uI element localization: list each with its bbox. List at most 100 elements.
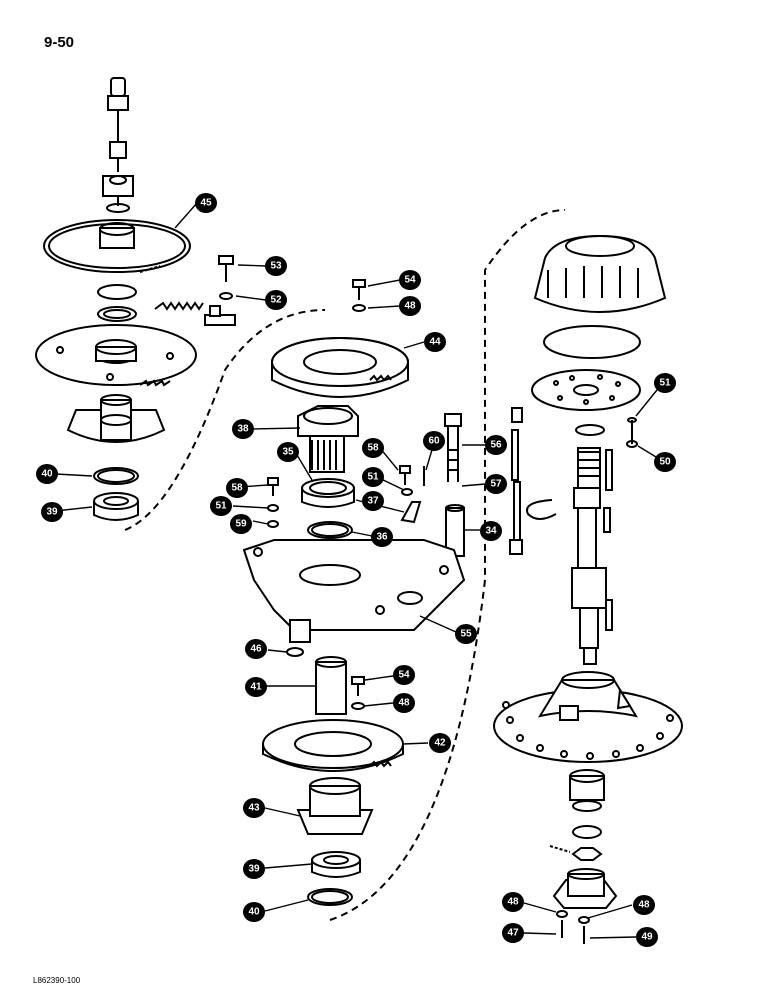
o-ring	[543, 325, 641, 359]
gear-housing-38	[297, 405, 359, 473]
callout-53: 53	[265, 256, 287, 276]
callout-38: 38	[232, 419, 254, 439]
callout-label: 59	[235, 519, 247, 530]
callout-57: 57	[485, 474, 507, 494]
callout-48: 48	[502, 892, 524, 912]
callout-label: 36	[376, 532, 388, 543]
bolt-56	[444, 413, 462, 482]
callout-35: 35	[277, 442, 299, 462]
gear-plate	[35, 324, 197, 387]
fitting-stack	[102, 77, 134, 213]
callout-label: 40	[248, 907, 260, 918]
nut-52	[204, 292, 236, 326]
rods	[511, 429, 613, 631]
bolt-54-lower	[351, 676, 365, 710]
callout-36: 36	[371, 527, 393, 547]
hub-disc-assembly	[493, 671, 683, 763]
callout-51: 51	[210, 496, 232, 516]
snap-ring-40-lower	[307, 888, 353, 906]
callout-48: 48	[633, 895, 655, 915]
callout-bubbles: 45 53 52 54 48 44 38 35 58 60 56 51 50 4…	[36, 193, 676, 947]
callout-label: 48	[507, 897, 519, 908]
callout-label: 45	[200, 198, 212, 209]
snap-ring-36	[307, 521, 353, 539]
main-shaft	[571, 447, 607, 665]
reference-code: L862390-100	[33, 976, 81, 985]
callout-58: 58	[226, 478, 248, 498]
callout-40: 40	[36, 464, 58, 484]
callout-37: 37	[362, 491, 384, 511]
seal-51-right	[575, 424, 605, 436]
callout-45: 45	[195, 193, 217, 213]
connector-fitting	[509, 407, 523, 555]
bolt-54-upper	[352, 279, 366, 312]
page-number: 9-50	[44, 34, 75, 51]
callout-label: 42	[434, 738, 446, 749]
callout-47: 47	[502, 923, 524, 943]
callout-label: 35	[282, 447, 294, 458]
callout-label: 34	[485, 526, 497, 537]
callout-label: 37	[367, 496, 379, 507]
drum-assembly	[533, 234, 667, 313]
callout-label: 51	[367, 472, 379, 483]
callout-label: 58	[231, 483, 243, 494]
callout-48: 48	[399, 296, 421, 316]
callout-label: 55	[460, 629, 472, 640]
callout-label: 48	[638, 900, 650, 911]
callout-label: 57	[490, 479, 502, 490]
retaining-clip	[526, 499, 557, 520]
callout-label: 38	[237, 424, 249, 435]
callout-label: 52	[270, 295, 282, 306]
ring-gear-42	[262, 719, 404, 772]
callout-label: 53	[270, 261, 282, 272]
bolt-53	[218, 255, 234, 282]
callout-label: 51	[215, 501, 227, 512]
callout-label: 54	[404, 275, 416, 286]
callout-label: 43	[248, 803, 260, 814]
callout-51: 51	[654, 373, 676, 393]
callout-label: 58	[367, 443, 379, 454]
callout-label: 48	[398, 698, 410, 709]
callout-label: 39	[46, 507, 58, 518]
callout-label: 47	[507, 928, 519, 939]
callout-label: 46	[250, 644, 262, 655]
ring-gear-44	[271, 337, 409, 398]
callout-48: 48	[393, 693, 415, 713]
callout-40: 40	[243, 902, 265, 922]
callout-51: 51	[362, 467, 384, 487]
sleeve-41	[315, 656, 347, 715]
callout-39: 39	[243, 859, 265, 879]
callout-49: 49	[636, 927, 658, 947]
callout-46: 46	[245, 639, 267, 659]
hub-43	[296, 777, 374, 835]
callout-59: 59	[230, 514, 252, 534]
callout-label: 49	[641, 932, 653, 943]
callout-44: 44	[424, 332, 446, 352]
callout-label: 60	[428, 436, 440, 447]
callout-54: 54	[399, 270, 421, 290]
callout-label: 44	[429, 337, 441, 348]
snap-ring-40	[93, 467, 139, 485]
brake-disc	[531, 369, 641, 411]
callout-label: 41	[250, 682, 262, 693]
callout-55: 55	[455, 624, 477, 644]
callout-41: 41	[245, 677, 267, 697]
bolt-58a	[399, 465, 413, 496]
callout-label: 50	[659, 457, 671, 468]
assembly-guide-line	[124, 309, 326, 531]
callout-label: 40	[41, 469, 53, 480]
callout-label: 54	[398, 670, 410, 681]
callout-50: 50	[654, 452, 676, 472]
callout-54: 54	[393, 665, 415, 685]
bolt-50	[626, 417, 638, 448]
bolt-58b	[267, 477, 279, 528]
bracket-37	[400, 501, 422, 524]
callout-43: 43	[243, 798, 265, 818]
callout-58: 58	[362, 438, 384, 458]
bearing-35	[301, 478, 355, 508]
callout-60: 60	[423, 431, 445, 451]
callout-label: 39	[248, 864, 260, 875]
spring	[154, 301, 204, 311]
callout-56: 56	[485, 435, 507, 455]
